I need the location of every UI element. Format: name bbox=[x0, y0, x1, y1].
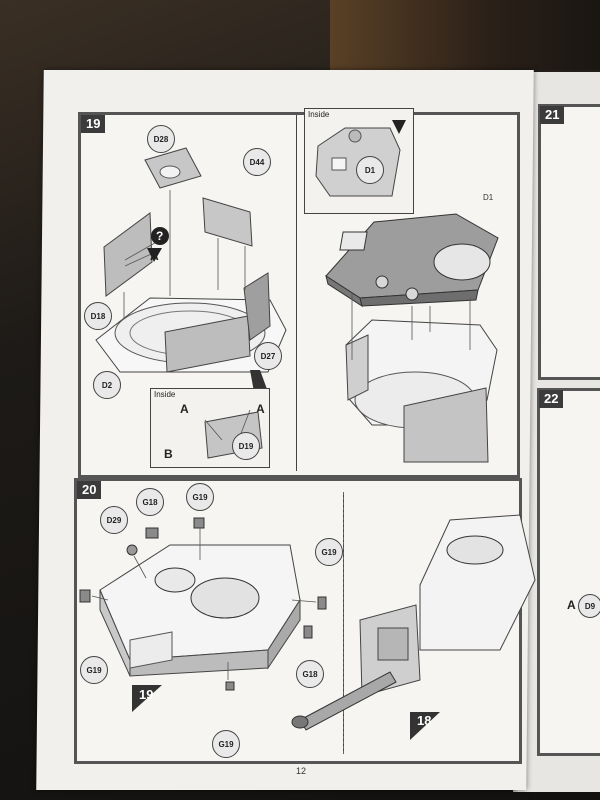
part-callout-d2: D2 bbox=[93, 371, 121, 399]
part-callout-g18-top: G18 bbox=[136, 488, 164, 516]
part-callout-d27: D27 bbox=[254, 342, 282, 370]
part-callout-d19: D19 bbox=[232, 432, 260, 460]
part-callout-d29: D29 bbox=[100, 506, 128, 534]
part-callout-g19-bottom: G19 bbox=[212, 730, 240, 758]
glue-letter-b-inset: B bbox=[164, 447, 173, 461]
step-22-panel bbox=[537, 388, 600, 756]
part-callout-g19-left: G19 bbox=[80, 656, 108, 684]
step-reference-18: 18 bbox=[417, 713, 432, 728]
svg-text:?: ? bbox=[156, 229, 163, 243]
glue-letter-a-main: A bbox=[150, 249, 159, 263]
glue-letter-a-inset-left: A bbox=[180, 402, 189, 416]
step-number-21: 21 bbox=[540, 106, 565, 124]
step-number-22: 22 bbox=[539, 390, 564, 408]
part-label-d1: D1 bbox=[483, 193, 494, 202]
part-callout-d28: D28 bbox=[147, 125, 175, 153]
wooden-shelf bbox=[330, 0, 600, 70]
part-callout-d44: D44 bbox=[243, 148, 271, 176]
part-callout-g19-top: G19 bbox=[186, 483, 214, 511]
part-callout-d9: D9 bbox=[578, 594, 600, 618]
inset-title: Inside bbox=[308, 110, 330, 119]
inset-title: Inside bbox=[154, 390, 176, 399]
glue-letter-a-inset-right: A bbox=[256, 402, 265, 416]
part-callout-g18-bottom: G18 bbox=[296, 660, 324, 688]
step-reference-19: 19 bbox=[139, 687, 154, 702]
part-callout-d18: D18 bbox=[84, 302, 112, 330]
glue-letter-a-step22: A bbox=[567, 598, 576, 612]
page-number: 12 bbox=[296, 766, 307, 776]
step-number-20: 20 bbox=[77, 481, 102, 499]
part-callout-d1-inset: D1 bbox=[356, 156, 384, 184]
part-callout-g19-right: G19 bbox=[315, 538, 343, 566]
step-20-dashed-divider bbox=[343, 492, 344, 754]
step-number-19: 19 bbox=[81, 115, 106, 133]
step-19-vertical-divider bbox=[296, 115, 297, 471]
step-21-panel bbox=[538, 104, 600, 380]
